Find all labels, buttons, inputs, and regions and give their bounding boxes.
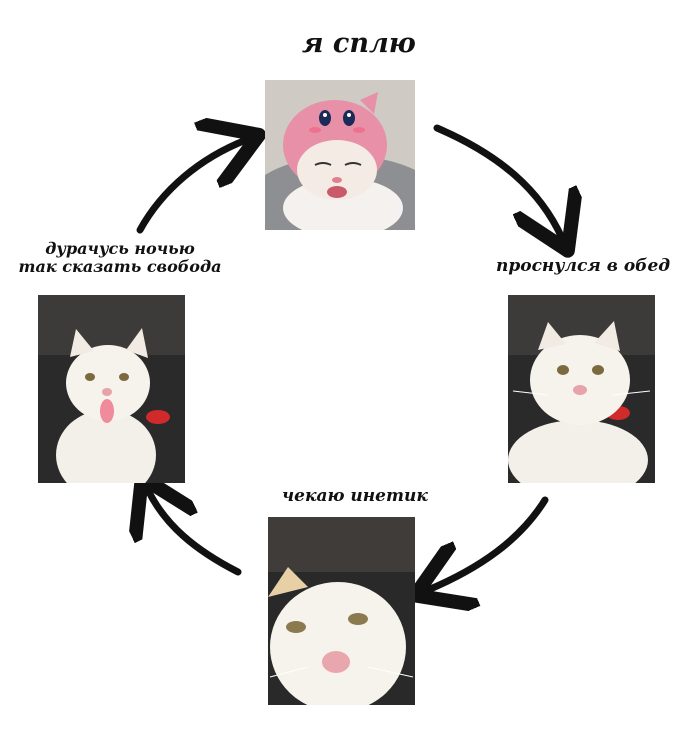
label-fooling: дурачусь ночью так сказать свобода: [17, 239, 223, 277]
label-waiting: чекаю инетик: [282, 486, 428, 506]
photo-waiting: [268, 517, 415, 705]
label-sleep: я сплю: [302, 28, 416, 59]
label-fooling-line2: так сказать свобода: [18, 257, 222, 277]
label-fooling-line1: дурачусь ночью: [45, 239, 195, 258]
label-woke: проснулся в обед: [496, 256, 671, 276]
photo-woke: [508, 295, 655, 483]
cat-sleeping-image: [265, 80, 415, 230]
arrow-icon: [148, 490, 242, 576]
arrow-icon: [428, 496, 549, 590]
cat-tongue-out-image: [38, 295, 185, 483]
photo-fooling: [38, 295, 185, 483]
photo-sleep: [265, 80, 415, 230]
cat-closeup-image: [268, 517, 415, 705]
arrow-icon: [433, 124, 562, 238]
cat-looking-up-image: [508, 295, 655, 483]
arrow-icon: [136, 140, 246, 234]
